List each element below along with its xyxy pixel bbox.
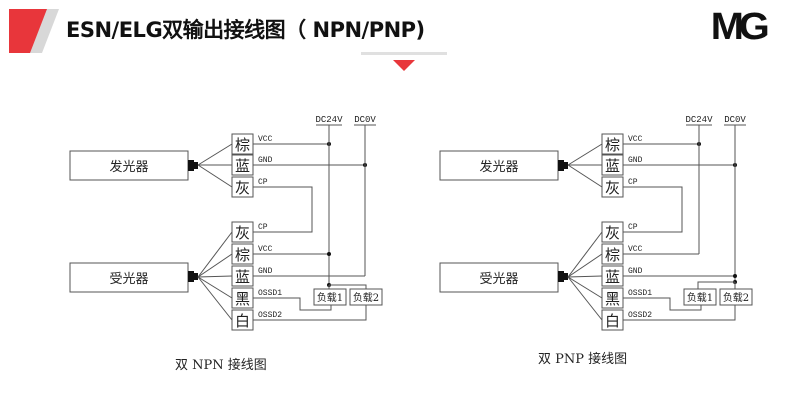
emitter-label: 发光器 bbox=[479, 159, 518, 175]
rail-label-dc24v: DC24V bbox=[315, 115, 343, 125]
receiver-fan-wire bbox=[567, 231, 603, 278]
emitter-connector bbox=[188, 160, 194, 171]
emitter-connector-tip bbox=[194, 162, 198, 169]
page-title: ESN/ELG双输出接线图（ NPN/PNP) bbox=[66, 18, 425, 42]
cp-link-wire bbox=[623, 186, 683, 233]
wire-signal-label: OSSD2 bbox=[628, 311, 652, 320]
load-common-wire bbox=[697, 281, 735, 289]
rail-label-dc0v: DC0V bbox=[724, 115, 746, 125]
wire-signal-label: VCC bbox=[258, 135, 273, 144]
wire-color-label: 棕 bbox=[605, 246, 620, 264]
wire-signal-label: GND bbox=[258, 267, 273, 276]
wire-color-label: 灰 bbox=[235, 179, 250, 197]
receiver-connector-tip bbox=[564, 273, 568, 280]
emitter-connector bbox=[558, 160, 564, 171]
wire-signal-label: GND bbox=[628, 156, 643, 165]
wire-color-label: 白 bbox=[605, 312, 620, 330]
wire-color-label: 黑 bbox=[235, 290, 250, 308]
load-1-label: 负载1 bbox=[687, 291, 713, 304]
emitter-label: 发光器 bbox=[109, 159, 148, 175]
emitter-box bbox=[439, 150, 559, 181]
wire-signal-label: OSSD1 bbox=[628, 289, 652, 298]
wire-color-label: 蓝 bbox=[605, 268, 620, 286]
load-common-wire bbox=[329, 284, 367, 289]
ossd1-wire bbox=[623, 297, 702, 311]
wire-signal-label: OSSD1 bbox=[258, 289, 282, 298]
wire-color-box bbox=[601, 221, 624, 243]
wire-signal-label: VCC bbox=[628, 245, 643, 254]
receiver-fan-wire bbox=[567, 275, 603, 278]
wire-color-label: 灰 bbox=[605, 224, 620, 242]
receiver-fan-wire bbox=[197, 253, 233, 278]
wire-color-label: 棕 bbox=[235, 136, 250, 154]
wire-color-box bbox=[231, 221, 254, 243]
junction-dot bbox=[733, 274, 737, 278]
receiver-fan-wire bbox=[567, 276, 603, 321]
cp-link-wire bbox=[253, 186, 313, 233]
receiver-label: 受光器 bbox=[109, 272, 148, 287]
receiver-connector-tip bbox=[194, 273, 198, 280]
load-1-box bbox=[313, 288, 347, 306]
emitter-fan-wire bbox=[567, 164, 603, 188]
receiver-fan-wire bbox=[197, 276, 233, 299]
wire-color-label: 蓝 bbox=[235, 157, 250, 175]
receiver-connector bbox=[188, 271, 194, 282]
wire-signal-label: GND bbox=[628, 267, 643, 276]
pnp-caption: 双 PNP 接线图 bbox=[538, 352, 628, 367]
emitter-fan-wire bbox=[197, 164, 233, 188]
wire-signal-label: GND bbox=[258, 156, 273, 165]
junction-dot bbox=[327, 252, 331, 256]
load-2-label: 负载2 bbox=[723, 291, 749, 304]
wire-signal-label: CP bbox=[628, 178, 638, 187]
arrow-down-icon bbox=[393, 60, 415, 71]
receiver-connector bbox=[558, 271, 564, 282]
load-2-label: 负载2 bbox=[353, 291, 379, 304]
wire-color-label: 棕 bbox=[605, 136, 620, 154]
wire-color-label: 棕 bbox=[235, 246, 250, 264]
receiver-label: 受光器 bbox=[479, 272, 518, 287]
receiver-fan-wire bbox=[567, 253, 603, 278]
receiver-fan-wire bbox=[197, 231, 233, 278]
wire-signal-label: OSSD2 bbox=[258, 311, 282, 320]
load-1-label: 负载1 bbox=[317, 291, 343, 304]
ossd1-wire bbox=[253, 297, 332, 311]
wire-color-label: 黑 bbox=[605, 290, 620, 308]
receiver-fan-wire bbox=[197, 275, 233, 278]
rail-label-dc0v: DC0V bbox=[354, 115, 376, 125]
mg-logo: MG bbox=[710, 6, 770, 48]
receiver-fan-wire bbox=[567, 276, 603, 299]
receiver-box bbox=[439, 262, 559, 293]
wire-signal-label: CP bbox=[258, 223, 268, 232]
npn-caption: 双 NPN 接线图 bbox=[175, 358, 267, 373]
wire-signal-label: VCC bbox=[628, 135, 643, 144]
emitter-fan-wire bbox=[197, 143, 233, 166]
wire-color-label: 蓝 bbox=[235, 268, 250, 286]
emitter-box bbox=[69, 150, 189, 181]
emitter-connector-tip bbox=[564, 162, 568, 169]
receiver-fan-wire bbox=[197, 276, 233, 321]
ossd2-wire bbox=[253, 305, 367, 321]
title-divider bbox=[361, 52, 447, 55]
wire-signal-label: CP bbox=[258, 178, 268, 187]
wire-color-label: 灰 bbox=[235, 224, 250, 242]
accent-red bbox=[9, 9, 47, 53]
load-2-box bbox=[719, 288, 753, 306]
wire-color-label: 蓝 bbox=[605, 157, 620, 175]
wire-signal-label: CP bbox=[628, 223, 638, 232]
wire-signal-label: VCC bbox=[258, 245, 273, 254]
emitter-fan-wire bbox=[567, 143, 603, 166]
wire-color-label: 灰 bbox=[605, 179, 620, 197]
ossd2-wire bbox=[623, 305, 736, 321]
wire-color-label: 白 bbox=[235, 312, 250, 330]
header-accent-stripe bbox=[9, 9, 59, 53]
rail-label-dc24v: DC24V bbox=[685, 115, 713, 125]
receiver-box bbox=[69, 262, 189, 293]
load-1-box bbox=[683, 288, 717, 306]
